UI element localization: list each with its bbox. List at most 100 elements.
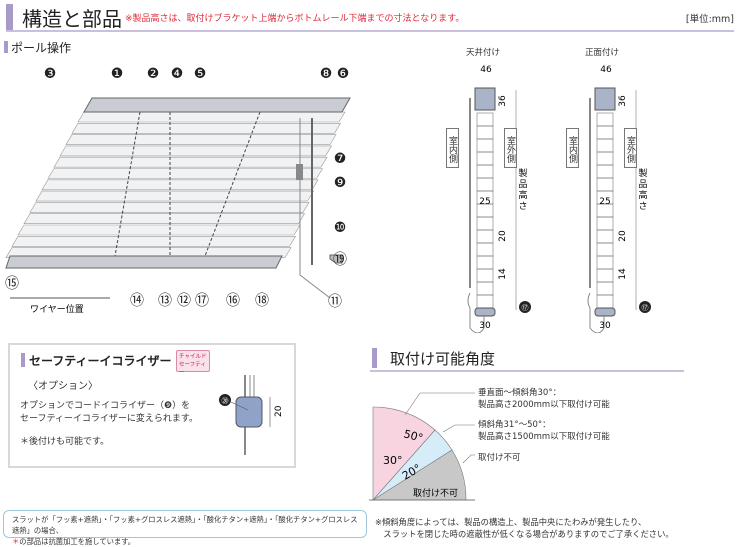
footer-note: スラットが「フッ素+遮熱」・「フッ素+グロスレス遮熱」・「酸化チタン+遮熱」・「… [3,510,367,546]
svg-text:❷: ❷ [147,66,160,82]
front-mount-title: 正面付け [585,48,620,58]
dim-slat-25: 25 [479,197,490,207]
callout-marker: ❺ [194,66,207,82]
safety-desc: セーフティーイコライザーに変えられます。 [20,414,199,424]
callout-marker: ❽ [320,66,333,82]
slat [41,179,319,191]
callout-marker: ⑫ [177,293,191,309]
slat [11,236,297,247]
callout-marker: ❸ [44,66,57,82]
bottom-rail [5,255,283,269]
product-height-label: 品 [518,179,527,190]
callout-17: ⑰ [642,304,649,312]
equalizer-diagram: ⑳ 20 [219,375,284,455]
svg-text:⑬: ⑬ [158,293,172,309]
section-accent [21,353,25,367]
slat [65,134,337,145]
svg-text:❻: ❻ [337,66,350,82]
product-height-label: 高 [518,189,527,201]
product-height-label: さ [518,201,527,212]
dim-bottom-14: 14 [498,268,508,280]
svg-text:❺: ❺ [194,66,207,82]
safety-equalizer-box [8,343,296,468]
svg-text:⑪: ⑪ [328,294,342,310]
product-height-label: 製 [638,167,647,179]
callout-20: ⑳ [222,397,229,405]
slat [53,156,328,168]
product-height-label: 高 [638,189,647,201]
indoor-side-label: 室内側 [446,128,459,168]
slat [35,190,315,202]
angle-30: 30° [383,454,403,467]
svg-text:❹: ❹ [171,66,184,82]
head-rail [83,97,351,113]
section-accent [4,41,8,53]
angle-50: 50° [402,427,424,445]
slat [47,168,324,179]
dim-width-46: 46 [480,65,492,75]
dim-width-30: 30 [599,321,611,331]
angle-label-0-30: 垂直面～傾斜角30°：製品高さ2000mm以下取付け可能 [478,388,610,410]
svg-text:❸: ❸ [44,66,57,82]
dim-width-46: 46 [600,65,612,75]
slat [77,111,346,123]
outdoor-side-label: 室外側 [624,128,637,168]
angle-note: ※傾斜角度によっては、製品の構造上、製品中央にたわみが発生したり、 スラットを閉… [375,517,674,539]
product-height-label: 製 [518,167,527,179]
divider [6,30,734,32]
svg-text:❽: ❽ [320,66,333,82]
child-safety-badge: チャイルドセーフティー [176,350,210,376]
hook-part [329,254,343,264]
callout-marker: ⑪ [328,294,342,310]
dim-bottom-14: 14 [618,268,628,280]
angle-label-31-50: 傾斜角31°～50°：製品高さ1500mm以下取付け可能 [478,420,610,442]
ceiling-mount-title: 天井付け [466,48,501,58]
slat [59,145,333,157]
ladder-cord [204,111,261,257]
safety-desc: オプションでコードイコライザー（❾）を [20,401,191,411]
page-title: 構造と部品 [22,7,122,31]
svg-text:❿: ❿ [334,220,347,236]
callout-marker: ❾ [334,175,347,191]
callout-marker: ❷ [147,66,160,82]
svg-text:⑱: ⑱ [255,293,269,309]
safety-title: セーフティーイコライザー [29,354,172,368]
angle-label-none: 取付け不可 [478,453,521,463]
callout-marker: ⑱ [255,293,269,309]
svg-text:❶: ❶ [111,66,124,82]
callout-marker: ⑰ [195,293,209,309]
callout-marker: ⑲ [333,252,347,268]
svg-text:⑰: ⑰ [195,293,209,309]
dim-head-36: 36 [498,95,508,107]
product-height-label: 品 [638,179,647,190]
dim-slat-25: 25 [599,197,610,207]
callout-marker: ❹ [171,66,184,82]
svg-text:⑭: ⑭ [130,293,144,309]
no-mount-zone-label: 取付け不可 [413,488,458,499]
dim-pitch-20: 20 [498,230,508,242]
angle-diagram: 50° 30° 20° 取付け不可 [369,392,475,501]
svg-text:❾: ❾ [334,175,347,191]
safety-note: ＊後付けも可能です。 [20,437,110,447]
title-accent-bar [6,4,13,30]
callout-marker: ❼ [334,151,347,167]
svg-text:⑯: ⑯ [226,293,240,309]
slat [17,224,301,236]
indoor-side-label: 室内側 [566,128,579,168]
svg-text:❼: ❼ [334,151,347,167]
slat [5,247,292,258]
callout-marker: ❶ [111,66,124,82]
callout-marker: ⑮ [5,276,19,292]
outdoor-side-label: 室外側 [504,128,517,168]
svg-text:⑮: ⑮ [5,276,19,292]
svg-text:⑲: ⑲ [333,252,347,268]
option-label: 〈オプション〉 [28,381,98,392]
callout-marker: ❻ [337,66,350,82]
ladder-cord [114,111,141,257]
section-accent [372,348,377,368]
callout-marker: ⑯ [226,293,240,309]
dim-head-36: 36 [618,95,628,107]
callout-17: ⑰ [522,304,529,312]
callout-marker: ⑭ [130,293,144,309]
